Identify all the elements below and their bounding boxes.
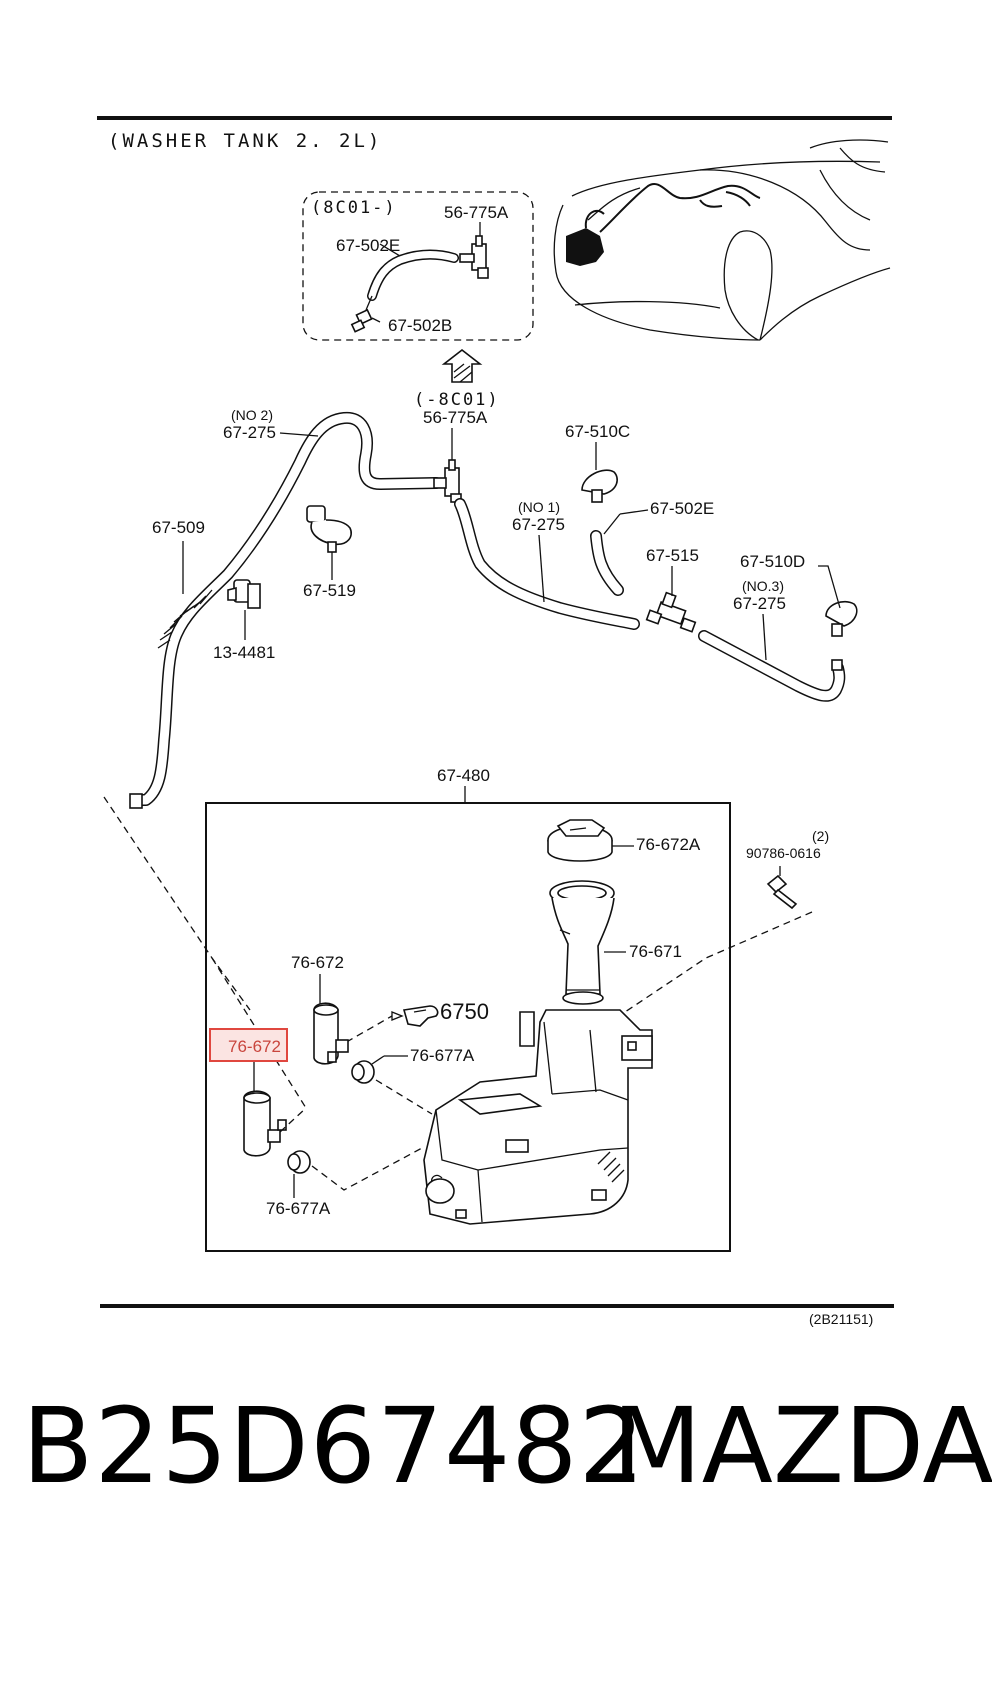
joint-56-775A-label: 56-775A xyxy=(423,408,488,427)
cap-76-672A xyxy=(547,819,634,862)
grommet-76-677A-lower xyxy=(287,1150,311,1198)
grommet-76-677A-upper-label: 76-677A xyxy=(410,1046,475,1065)
serial-before-label: (-8C01) xyxy=(414,390,500,410)
joint-67-515-label: 67-515 xyxy=(646,546,699,565)
bolt-qty: (2) xyxy=(812,828,829,844)
hose-no3-qualifier: (NO.3) xyxy=(742,578,784,594)
hose-no3-label: 67-275 xyxy=(733,594,786,613)
caption-brand: MAZDA xyxy=(612,1385,992,1507)
inset-hose-e-label: 67-502E xyxy=(336,236,400,255)
bolt-90786-0616-label: 90786-0616 xyxy=(746,845,821,861)
grommet-76-677A-lower-label: 76-677A xyxy=(266,1199,331,1218)
joint-56-775A xyxy=(433,428,462,503)
inset-hose-b-label: 67-502B xyxy=(388,316,452,335)
highlight-box xyxy=(209,1028,288,1062)
inset-serial: (8C01-) xyxy=(311,198,397,218)
ref-6750-pointer-icon xyxy=(402,1005,439,1027)
nozzle-67-510D-label: 67-510D xyxy=(740,552,805,571)
grommet-76-677A-upper xyxy=(351,1055,408,1084)
figure-code: (2B21151) xyxy=(809,1311,873,1327)
tank-location-mark xyxy=(566,228,604,266)
ref-6750-label: 6750 xyxy=(440,999,489,1024)
hose-no2-label: 67-275 xyxy=(223,423,276,442)
diagram-title: (WASHER TANK 2. 2L) xyxy=(108,130,382,152)
cap-76-672A-label: 76-672A xyxy=(636,835,701,854)
hose-67-509-label: 67-509 xyxy=(152,518,205,537)
hose-no1-qualifier: (NO 1) xyxy=(518,499,560,515)
serial-arrow-icon xyxy=(441,348,483,383)
nozzle-67-510C xyxy=(581,442,618,503)
nozzle-67-510D xyxy=(818,565,858,637)
inset-nozzle-label: 56-775A xyxy=(444,203,509,222)
bolt-90786-0616 xyxy=(766,866,798,910)
washer-tank-body xyxy=(423,1009,653,1225)
clip-67-519-label: 67-519 xyxy=(303,581,356,600)
inset-nozzle-connector xyxy=(459,222,489,279)
pump-76-672-upper xyxy=(313,974,349,1065)
clip-13-4481-label: 13-4481 xyxy=(213,643,275,662)
pump-76-672-highlighted-label[interactable]: 76-672 xyxy=(228,1037,281,1056)
clip-13-4481 xyxy=(227,579,261,640)
hose-no1-label: 67-275 xyxy=(512,515,565,534)
hose-no2 xyxy=(130,411,442,806)
clip-67-519 xyxy=(306,505,352,580)
joint-67-515 xyxy=(645,566,697,633)
caption-part-number: B25D67482 xyxy=(22,1385,646,1507)
pump-76-672-upper-label: 76-672 xyxy=(291,953,344,972)
tank-assembly-label: 67-480 xyxy=(437,766,490,785)
hose-no2-qualifier: (NO 2) xyxy=(231,407,273,423)
inset-8c01-later: (8C01-) 56-775A 67-502E 67-502B xyxy=(302,191,534,341)
hose-67-509-bellows xyxy=(157,589,213,649)
pump-76-672-lower xyxy=(243,1090,287,1157)
filler-neck-76-671-label: 76-671 xyxy=(629,942,682,961)
caption: B25D67482 MAZDA xyxy=(0,1385,992,1525)
vehicle-location-illustration xyxy=(553,139,891,341)
tank-assembly-box xyxy=(205,802,731,1252)
hose-67-502E-label: 67-502E xyxy=(650,499,714,518)
filler-neck-76-671 xyxy=(549,880,626,1005)
nozzle-67-510C-label: 67-510C xyxy=(565,422,630,441)
